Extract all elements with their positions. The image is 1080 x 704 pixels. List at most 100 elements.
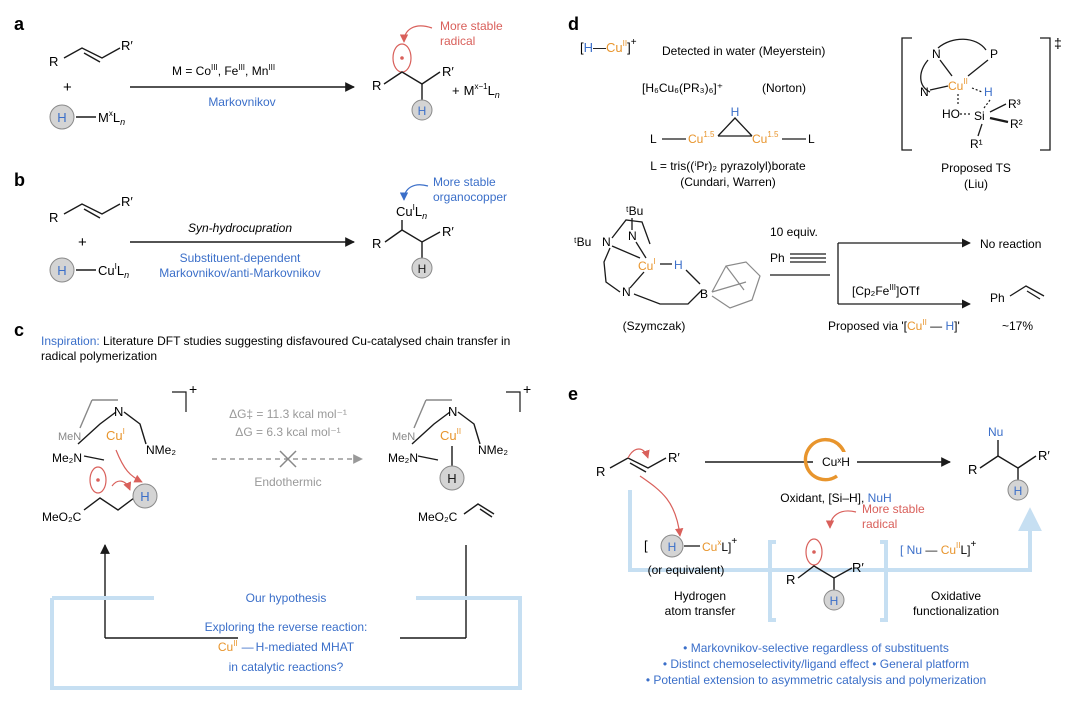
panel-e-cycle-frame — [628, 490, 1042, 622]
panel-b-letter: b — [14, 170, 25, 190]
svg-text:HO: HO — [942, 107, 960, 121]
svg-text:Cu1.5: Cu1.5 — [752, 130, 779, 146]
panel-c-left-n-top: N — [114, 404, 123, 419]
panel-e-hcu-complex: [ — [644, 538, 648, 553]
panel-a-product-h: H — [418, 104, 427, 118]
panel-e-product-h: H — [1014, 484, 1023, 498]
panel-e-product-nu: Nu — [988, 425, 1003, 439]
panel-d-styrene-bonds — [1009, 285, 1045, 300]
panel-b-alkene-r2: R′ — [121, 194, 133, 209]
panel-d: d [H—CuII]+ Detected in water (Meyerstei… — [568, 14, 1062, 333]
panel-b-plus: + — [78, 234, 87, 251]
panel-c-hypothesis-title: Our hypothesis — [246, 591, 327, 605]
panel-a-note-line1: More stable — [440, 19, 503, 33]
panel-c-right-cu: CuII — [440, 427, 461, 443]
svg-text:N: N — [602, 235, 611, 249]
panel-a-metal-hydride: MxLn — [98, 109, 125, 127]
panel-c-left-nme2: NMe₂ — [146, 443, 176, 457]
panel-d-ts-label: Proposed TS — [941, 161, 1011, 175]
panel-c-right-charge: + — [523, 381, 531, 397]
panel-b-hydrogen-circle — [49, 257, 75, 283]
panel-b-note-line1: More stable — [433, 175, 496, 189]
panel-a-byproduct: +Mx−1Ln — [452, 82, 500, 100]
panel-a-letter: a — [14, 14, 25, 34]
panel-b-sub2: Markovnikov/anti-Markovnikov — [159, 266, 320, 280]
panel-a-product-r2: R′ — [442, 64, 454, 79]
panel-e-alkene-r: R — [596, 464, 605, 479]
panel-a-hydrogen-circle — [49, 104, 75, 130]
panel-b-alkene-r: R — [49, 210, 58, 225]
panel-e-radical-r: R — [786, 572, 795, 587]
panel-d-ts-dagger: ‡ — [1054, 35, 1062, 51]
svg-text:N: N — [622, 285, 631, 299]
panel-c-right-h-circle — [439, 465, 465, 491]
panel-d-equiv: 10 equiv. — [770, 225, 818, 239]
panel-c-right-me2n: Me₂N — [388, 451, 418, 465]
panel-e-hcu-h-circle — [660, 534, 684, 558]
panel-d-alkyne-bonds — [790, 253, 826, 263]
svg-text:P: P — [990, 47, 998, 61]
panel-e-or-equivalent: (or equivalent) — [648, 563, 725, 577]
panel-d-norton-formula: [H₆Cu₆(PR₃)₆]⁺ — [642, 81, 723, 95]
panel-c-left-h-circle — [132, 483, 158, 509]
panel-e-alkene-r2: R′ — [668, 450, 680, 465]
svg-text:B: B — [700, 287, 708, 301]
panel-c-left-cu: CuI — [106, 427, 125, 443]
panel-d-szymczak-label: (Szymczak) — [623, 319, 686, 333]
panel-d-transition-state: ‡ N P N CuII H HO Si R³ R² R¹ — [901, 35, 1062, 151]
panel-d-ph-styrene: Ph — [990, 291, 1005, 305]
panel-d-letter: d — [568, 14, 579, 34]
panel-b-alkene — [63, 203, 121, 219]
panel-c-left-me-n: MeN — [58, 431, 81, 443]
svg-text:N: N — [920, 85, 929, 99]
panel-c-left-charge: + — [189, 381, 197, 397]
panel-a-plus: + — [63, 79, 72, 96]
panel-a-hydrogen-label: H — [57, 110, 66, 125]
panel-c-cross-icon — [279, 450, 297, 468]
panel-e: e R R′ CuˣH Oxidant, [Si–H], NuH Nu R R′… — [568, 384, 1050, 687]
panel-d-proposed: Proposed via '[CuII — H]' — [828, 318, 960, 333]
panel-c-right-h: H — [447, 471, 456, 486]
panel-c-left-ester: MeO₂C — [42, 510, 82, 524]
panel-e-note-line1: More stable — [862, 502, 925, 516]
svg-text:ᵗBu: ᵗBu — [626, 204, 643, 218]
svg-text:CuI: CuI — [638, 257, 656, 273]
svg-text:L: L — [808, 132, 815, 146]
panel-d-szymczak-complex: ᵗBu ᵗBu N N N CuI H B — [574, 204, 761, 309]
panel-e-radical-h-circle — [823, 589, 845, 611]
panel-e-bullet2: • Distinct chemoselectivity/ligand effec… — [663, 657, 969, 671]
panel-e-radical-r2: R′ — [852, 560, 864, 575]
svg-text:N: N — [932, 47, 941, 61]
panel-c-hypothesis-box: Our hypothesis Exploring the reverse rea… — [50, 544, 522, 690]
panel-c-left-h: H — [140, 489, 149, 504]
panel-a-product-h-circle — [411, 99, 433, 121]
panel-d-cuh-species: [H—CuII]+ — [580, 37, 637, 55]
svg-text:R³: R³ — [1008, 97, 1021, 111]
panel-c: c Inspiration: Literature DFT studies su… — [14, 320, 531, 690]
panel-c-hypothesis-line1: Exploring the reverse reaction: — [205, 620, 368, 634]
panel-e-nucu-complex: [ Nu — CuIIL]+ — [900, 539, 977, 557]
panel-e-hat-line2: atom transfer — [665, 604, 736, 618]
svg-text:ᵗBu: ᵗBu — [574, 235, 591, 249]
panel-c-endothermic: Endothermic — [254, 475, 321, 489]
panel-d-ligand-def: L = tris((ⁱPr)₂ pyrazolyl)borate — [650, 159, 806, 173]
panel-a-product-r: R — [372, 78, 381, 93]
panel-d-detected: Detected in water (Meyerstein) — [662, 44, 825, 58]
svg-text:Si: Si — [974, 109, 985, 123]
panel-c-hypothesis-line3: in catalytic reactions? — [229, 660, 344, 674]
panel-b-sub1: Substituent-dependent — [180, 251, 301, 265]
panel-c-left-me2n: Me₂N — [52, 451, 82, 465]
panel-e-alkene — [609, 457, 667, 473]
panel-e-note-line2: radical — [862, 517, 897, 531]
panel-e-hcu-cu: CuxL]+ — [702, 536, 737, 554]
panel-b-note-arrow — [399, 184, 429, 201]
panel-a-alkene-r: R — [49, 54, 58, 69]
svg-text:H: H — [674, 258, 683, 272]
panel-e-hcu-h: H — [668, 540, 677, 554]
panel-e-radical-orbital — [805, 538, 823, 566]
panel-a: a R R′ + H MxLn M = CoIII, FeIII, MnIII … — [14, 14, 503, 130]
panel-e-oxfunc-line1: Oxidative — [931, 589, 981, 603]
panel-d-cundari: (Cundari, Warren) — [680, 175, 776, 189]
svg-text:CuII: CuII — [948, 77, 968, 93]
